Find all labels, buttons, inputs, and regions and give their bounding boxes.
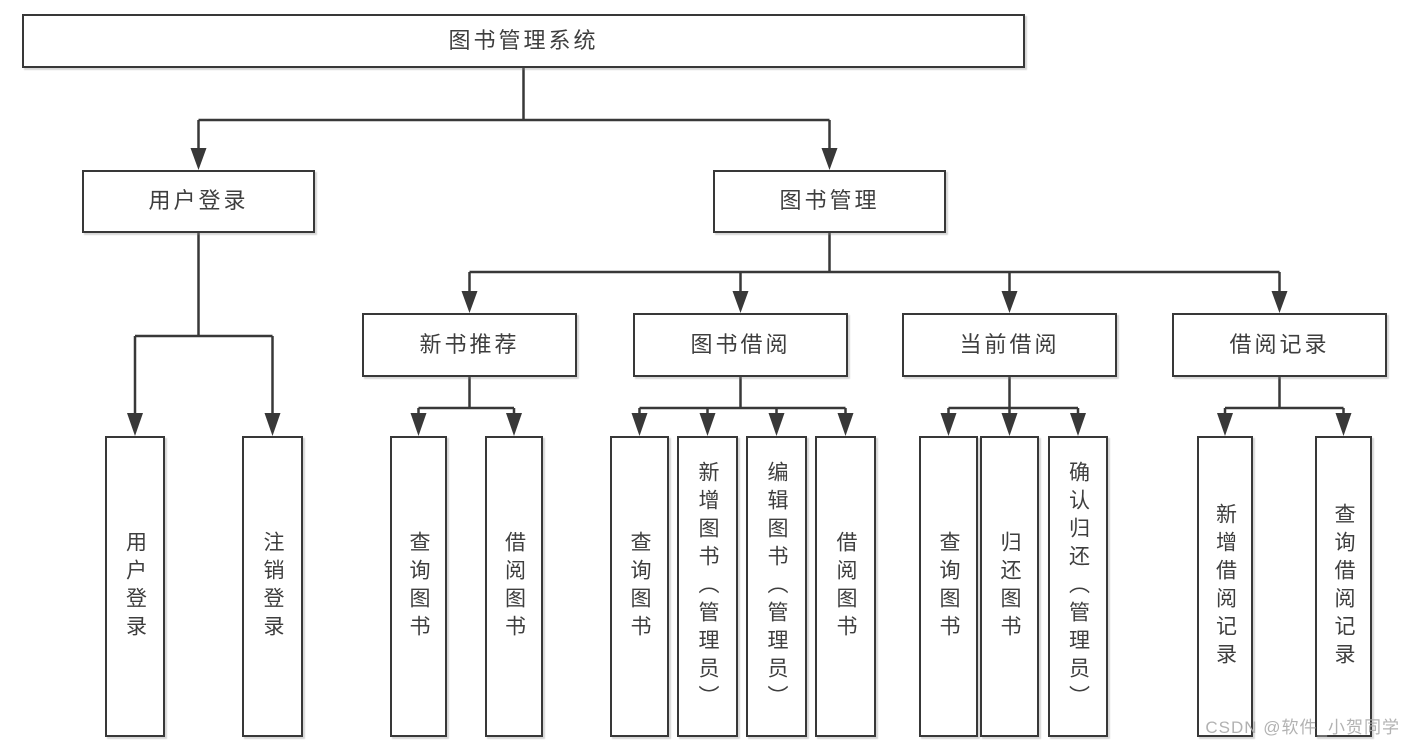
node-label: 用户登录 (148, 188, 249, 214)
leaf-label: 查询图书 (407, 530, 430, 643)
arrow-icon (461, 291, 478, 313)
leaf-query-books-recommend: 查询图书 (390, 436, 447, 737)
arrow-icon (1335, 413, 1352, 436)
node-label: 图书借阅 (690, 331, 791, 357)
leaf-edit-book-admin: 编辑图书（管理员） (746, 436, 807, 737)
leaf-borrow-books: 借阅图书 (815, 436, 876, 737)
arrow-icon (1001, 413, 1018, 436)
node-current-borrow: 当前借阅 (902, 313, 1117, 377)
arrow-icon (1217, 413, 1233, 436)
arrow-icon (940, 413, 957, 436)
leaf-user-login: 用户登录 (105, 436, 165, 737)
leaf-return-book: 归还图书 (980, 436, 1039, 737)
node-label: 当前借阅 (959, 331, 1060, 357)
arrow-icon (190, 148, 207, 170)
leaf-logout: 注销登录 (242, 436, 303, 737)
leaf-add-borrow-record: 新增借阅记录 (1197, 436, 1253, 737)
leaf-label: 确认归还（管理员） (1066, 460, 1090, 713)
leaf-add-book-admin: 新增图书（管理员） (677, 436, 738, 737)
csdn-watermark: CSDN @软件_小贺同学 (1205, 718, 1400, 737)
leaf-label: 归还图书 (998, 530, 1021, 643)
arrow-icon (631, 413, 648, 436)
arrow-icon (768, 413, 785, 436)
connector-strokes (133, 68, 1345, 414)
arrowheads (127, 148, 1352, 436)
leaf-borrow-books-recommend: 借阅图书 (485, 436, 543, 737)
leaf-label: 查询图书 (628, 530, 651, 643)
leaf-label: 查询图书 (937, 530, 960, 643)
leaf-query-borrow-record: 查询借阅记录 (1315, 436, 1372, 737)
leaf-confirm-return-admin: 确认归还（管理员） (1048, 436, 1108, 737)
node-new-book-recommend: 新书推荐 (362, 313, 577, 377)
arrow-icon (506, 413, 522, 436)
node-label: 新书推荐 (419, 331, 520, 357)
leaf-label: 借阅图书 (502, 530, 526, 643)
arrow-icon (264, 413, 281, 436)
leaf-label: 新增借阅记录 (1213, 502, 1237, 671)
arrow-icon (821, 148, 838, 170)
leaf-label: 编辑图书（管理员） (765, 460, 788, 713)
leaf-query-books-current: 查询图书 (919, 436, 978, 737)
leaf-label: 查询借阅记录 (1332, 502, 1355, 671)
node-library-management-system: 图书管理系统 (22, 14, 1025, 68)
leaf-label: 注销登录 (261, 530, 284, 643)
arrow-icon (837, 413, 854, 436)
arrow-icon (1070, 413, 1086, 436)
node-user-login: 用户登录 (82, 170, 315, 233)
node-label: 图书管理 (779, 188, 880, 214)
node-book-management: 图书管理 (713, 170, 946, 233)
arrow-icon (410, 413, 427, 436)
node-book-borrow: 图书借阅 (633, 313, 848, 377)
arrow-icon (732, 291, 749, 313)
arrow-icon (699, 413, 716, 436)
arrow-icon (1271, 291, 1288, 313)
arrow-icon (1001, 291, 1018, 313)
node-label: 借阅记录 (1229, 331, 1330, 357)
arrow-icon (127, 413, 143, 436)
leaf-label: 新增图书（管理员） (696, 460, 719, 713)
node-borrow-records: 借阅记录 (1172, 313, 1387, 377)
leaf-label: 用户登录 (123, 530, 147, 643)
node-label: 图书管理系统 (448, 27, 599, 53)
leaf-query-books-borrow: 查询图书 (610, 436, 669, 737)
leaf-label: 借阅图书 (834, 530, 857, 643)
